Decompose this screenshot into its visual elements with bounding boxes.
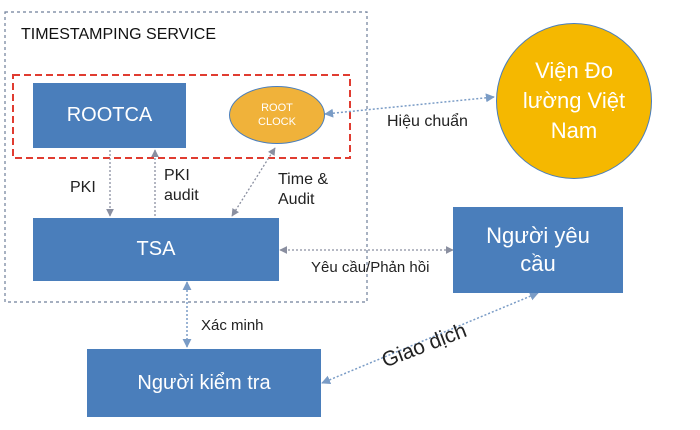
requester-node: Người yêu cầu — [453, 207, 623, 293]
rootca-node: ROOTCA — [33, 83, 186, 148]
transaction-connector — [321, 291, 539, 385]
pki-audit-label: PKI audit — [164, 167, 199, 204]
rootca-label: ROOTCA — [66, 104, 153, 126]
institute-label: Viện Đo lường Việt Nam — [522, 58, 626, 143]
service-boundary — [4, 11, 368, 303]
request-response-label: Yêu cầu/Phản hồi — [311, 259, 430, 276]
root-clock-node: ROOT CLOCK — [229, 86, 325, 144]
institute-node: Viện Đo lường Việt Nam — [496, 23, 652, 179]
service-title: TIMESTAMPING SERVICE — [21, 26, 216, 43]
calibration-connector — [324, 93, 495, 118]
calibration-label: Hiệu chuẩn — [387, 113, 468, 130]
pki-label: PKI — [70, 179, 96, 196]
time-audit-connector — [231, 147, 276, 217]
root-clock-label: ROOT CLOCK — [258, 102, 296, 128]
verifier-node: Người kiểm tra — [87, 349, 321, 417]
tsa-node: TSA — [33, 218, 279, 281]
tsa-label: TSA — [136, 238, 176, 260]
verifier-label: Người kiểm tra — [137, 371, 271, 394]
verify-label: Xác minh — [201, 317, 264, 334]
requester-label: Người yêu cầu — [486, 223, 590, 276]
time-audit-label: Time & Audit — [278, 171, 329, 208]
